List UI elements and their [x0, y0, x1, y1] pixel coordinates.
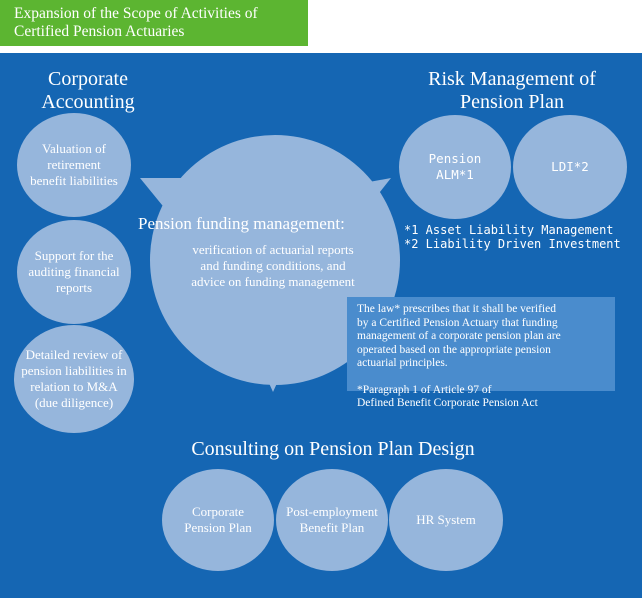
arrow-down-icon: [254, 350, 292, 392]
heading-line: Pension Plan: [460, 91, 564, 113]
funding-description: verification of actuarial reports and fu…: [158, 242, 388, 290]
title-bar: Expansion of the Scope of Activities of …: [0, 0, 308, 46]
circle-line: Support for the: [34, 248, 114, 263]
heading-line: Corporate: [48, 68, 128, 90]
circle-line: relation to M&A: [30, 379, 118, 394]
circle-text: LDI*2: [551, 159, 589, 175]
corporate-pension-plan-circle: Corporate Pension Plan: [162, 469, 274, 571]
heading-line: Accounting: [41, 91, 135, 113]
circle-line: Detailed review of: [25, 347, 123, 362]
circle-text: Pension ALM*1: [429, 151, 482, 183]
consulting-heading: Consulting on Pension Plan Design: [191, 438, 475, 460]
law-line: by a Certified Pension Actuary that fund…: [357, 316, 558, 329]
funding-line: advice on funding management: [191, 274, 355, 289]
law-info-box: The law* prescribes that it shall be ver…: [347, 297, 615, 409]
circle-line: benefit liabilities: [30, 173, 118, 188]
circle-text: Support for the auditing financial repor…: [28, 248, 119, 296]
ldi-circle: LDI*2: [513, 115, 627, 219]
law-line: operated based on the appropriate pensio…: [357, 343, 551, 356]
circle-text: Detailed review of pension liabilities i…: [21, 347, 126, 411]
circle-line: pension liabilities in: [21, 363, 127, 378]
spacer: [357, 371, 607, 384]
heading-line: Risk Management of: [428, 68, 596, 90]
circle-line: Post-employment: [286, 504, 378, 519]
circle-line: auditing financial: [28, 264, 120, 279]
law-line: management of a corporate pension plan a…: [357, 330, 561, 342]
audit-support-circle: Support for the auditing financial repor…: [17, 220, 131, 324]
hr-system-circle: HR System: [389, 469, 503, 571]
funding-line: verification of actuarial reports: [192, 242, 354, 257]
circle-text: HR System: [416, 512, 476, 528]
circle-text: Valuation of retirement benefit liabilit…: [30, 141, 118, 189]
risk-notes: *1 Asset Liability Management *2 Liabili…: [404, 223, 640, 251]
circle-line: Pension: [428, 151, 482, 166]
corporate-accounting-heading: Corporate Accounting: [18, 68, 158, 114]
circle-line: ALM*1: [436, 167, 474, 182]
circle-line: Benefit Plan: [299, 520, 365, 535]
risk-management-heading: Risk Management of Pension Plan: [398, 68, 626, 114]
note-line: *2 Liability Driven Investment: [404, 237, 621, 251]
law-footnote-line: Defined Benefit Corporate Pension Act: [357, 397, 538, 409]
circle-line: retirement: [47, 157, 101, 172]
circle-line: Valuation of: [42, 141, 106, 156]
post-employment-circle: Post-employment Benefit Plan: [276, 469, 388, 571]
note-line: *1 Asset Liability Management: [404, 223, 614, 237]
funding-line: and funding conditions, and: [200, 258, 346, 273]
arrow-left-up-icon: [140, 178, 188, 216]
arrow-right-up-icon: [347, 178, 391, 216]
due-diligence-circle: Detailed review of pension liabilities i…: [14, 325, 134, 433]
law-line: actuarial principles.: [357, 357, 448, 369]
funding-title: Pension funding management:: [138, 214, 345, 233]
law-footnote-line: *Paragraph 1 of Article 97 of: [357, 383, 492, 396]
circle-line: HR System: [416, 512, 476, 527]
circle-text: Corporate Pension Plan: [184, 504, 252, 536]
circle-line: Corporate: [192, 504, 244, 519]
pension-alm-circle: Pension ALM*1: [399, 115, 511, 219]
circle-text: Post-employment Benefit Plan: [286, 504, 378, 536]
circle-line: LDI*2: [551, 159, 589, 174]
circle-line: Pension Plan: [184, 520, 252, 535]
law-line: The law* prescribes that it shall be ver…: [357, 303, 556, 315]
valuation-circle: Valuation of retirement benefit liabilit…: [17, 113, 131, 217]
circle-line: reports: [55, 280, 93, 295]
title-line-1: Expansion of the Scope of Activities of: [14, 5, 258, 22]
circle-line: (due diligence): [34, 395, 114, 410]
title-line-2: Certified Pension Actuaries: [14, 23, 185, 40]
